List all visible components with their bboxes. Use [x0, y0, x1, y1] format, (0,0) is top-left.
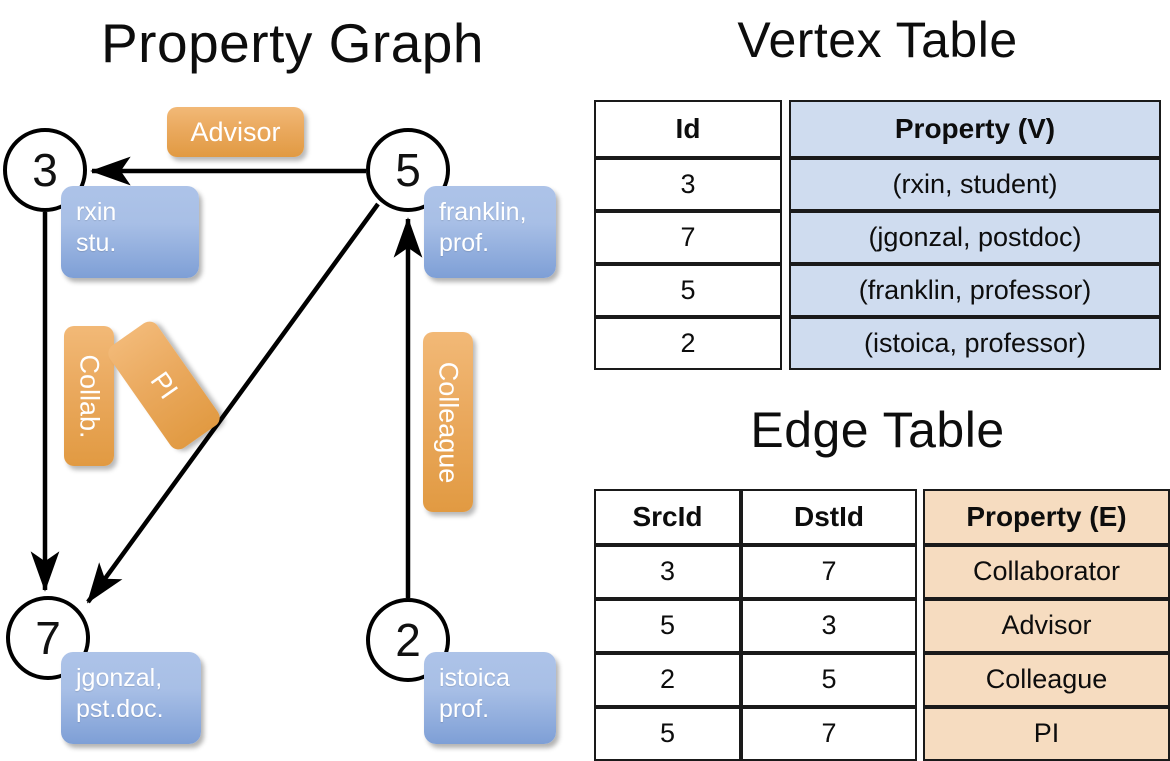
vertex-table-cell-id: 2	[594, 317, 782, 370]
edge-table-column-gap	[917, 707, 923, 761]
vertex-table-column-gap	[782, 100, 789, 158]
edge-5-to-7	[86, 202, 380, 604]
edge-table-cell-srcid: 5	[594, 599, 741, 653]
table-row[interactable]: 7 (jgonzal, postdoc)	[594, 211, 1161, 264]
vertex-table-cell-property: (jgonzal, postdoc)	[789, 211, 1161, 264]
property-graph-panel: Property Graph 3 5 7 2 rxin stu. frankli…	[0, 0, 585, 760]
table-row[interactable]: 5 7 PI	[594, 707, 1170, 761]
vertex-table-cell-property: (franklin, professor)	[789, 264, 1161, 317]
vertex-node-2-label: 2	[395, 614, 421, 666]
vertex-property-box-3-line2: stu.	[76, 229, 117, 257]
edge-table: SrcId DstId Property (E) 3 7 Collaborato…	[594, 489, 1170, 761]
vertex-property-box-7-line1: jgonzal,	[76, 664, 163, 692]
table-row[interactable]: 3 7 Collaborator	[594, 545, 1170, 599]
edge-label-colleague-text: Colleague	[433, 361, 464, 483]
table-row[interactable]: 2 5 Colleague	[594, 653, 1170, 707]
edge-table-cell-srcid: 2	[594, 653, 741, 707]
vertex-property-box-7-line2: pst.doc.	[76, 695, 164, 723]
vertex-property-box-3[interactable]: rxin stu.	[61, 186, 199, 278]
vertex-table-cell-property: (istoica, professor)	[789, 317, 1161, 370]
edge-table-cell-dstid: 7	[741, 707, 917, 761]
edge-table-column-gap	[917, 653, 923, 707]
vertex-property-box-5[interactable]: franklin, prof.	[424, 186, 556, 278]
table-row[interactable]: 2 (istoica, professor)	[594, 317, 1161, 370]
edge-table-column-gap	[917, 545, 923, 599]
edge-table-column-gap	[917, 489, 923, 545]
edge-table-header-property: Property (E)	[923, 489, 1170, 545]
vertex-property-box-2[interactable]: istoica prof.	[424, 652, 556, 744]
edge-label-colleague[interactable]: Colleague	[423, 332, 473, 512]
vertex-property-box-5-line2: prof.	[439, 229, 490, 257]
table-row[interactable]: 3 (rxin, student)	[594, 158, 1161, 211]
vertex-table-header-row: Id Property (V)	[594, 100, 1161, 158]
edge-table-cell-dstid: 5	[741, 653, 917, 707]
edge-label-pi-text: PI	[144, 366, 185, 405]
vertex-node-7-label: 7	[35, 612, 61, 664]
vertex-table-header-property: Property (V)	[789, 100, 1161, 158]
edge-table-cell-srcid: 3	[594, 545, 741, 599]
edge-table-cell-srcid: 5	[594, 707, 741, 761]
vertex-table-cell-id: 7	[594, 211, 782, 264]
vertex-node-2[interactable]: 2	[366, 598, 450, 682]
vertex-table-header-id: Id	[594, 100, 782, 158]
vertex-table-cell-id: 3	[594, 158, 782, 211]
vertex-table-cell-property: (rxin, student)	[789, 158, 1161, 211]
vertex-property-box-3-line1: rxin	[76, 198, 117, 226]
edge-label-collab-text: Collab.	[74, 353, 105, 439]
edge-table-cell-property: Colleague	[923, 653, 1170, 707]
vertex-table: Id Property (V) 3 (rxin, student) 7 (jgo…	[594, 100, 1161, 370]
graph-edges-layer	[30, 156, 423, 604]
vertex-property-box-2-line1: istoica	[439, 664, 510, 692]
vertex-property-box-2-line2: prof.	[439, 695, 490, 723]
vertex-node-3-label: 3	[32, 144, 58, 196]
page-title-property-graph: Property Graph	[100, 12, 484, 74]
vertex-table-column-gap	[782, 317, 789, 370]
page-title-vertex-table: Vertex Table	[737, 12, 1018, 68]
vertex-table-cell-id: 5	[594, 264, 782, 317]
edge-table-cell-property: Advisor	[923, 599, 1170, 653]
edge-table-cell-property: Collaborator	[923, 545, 1170, 599]
vertex-node-5[interactable]: 5	[366, 128, 450, 212]
vertex-property-box-7[interactable]: jgonzal, pst.doc.	[61, 652, 201, 744]
page-title-edge-table: Edge Table	[750, 402, 1005, 458]
edge-label-advisor-text: Advisor	[190, 116, 281, 147]
vertex-table-column-gap	[782, 158, 789, 211]
edge-table-header-srcid: SrcId	[594, 489, 741, 545]
table-row[interactable]: 5 (franklin, professor)	[594, 264, 1161, 317]
edge-table-cell-property: PI	[923, 707, 1170, 761]
edge-table-header-dstid: DstId	[741, 489, 917, 545]
edge-label-collab[interactable]: Collab.	[64, 326, 114, 466]
vertex-node-5-label: 5	[395, 144, 421, 196]
edge-table-cell-dstid: 3	[741, 599, 917, 653]
edge-table-cell-dstid: 7	[741, 545, 917, 599]
edge-label-advisor[interactable]: Advisor	[167, 107, 304, 157]
edge-table-header-row: SrcId DstId Property (E)	[594, 489, 1170, 545]
vertex-property-box-5-line1: franklin,	[439, 198, 527, 226]
vertex-table-column-gap	[782, 211, 789, 264]
vertex-table-column-gap	[782, 264, 789, 317]
table-row[interactable]: 5 3 Advisor	[594, 599, 1170, 653]
edge-table-column-gap	[917, 599, 923, 653]
